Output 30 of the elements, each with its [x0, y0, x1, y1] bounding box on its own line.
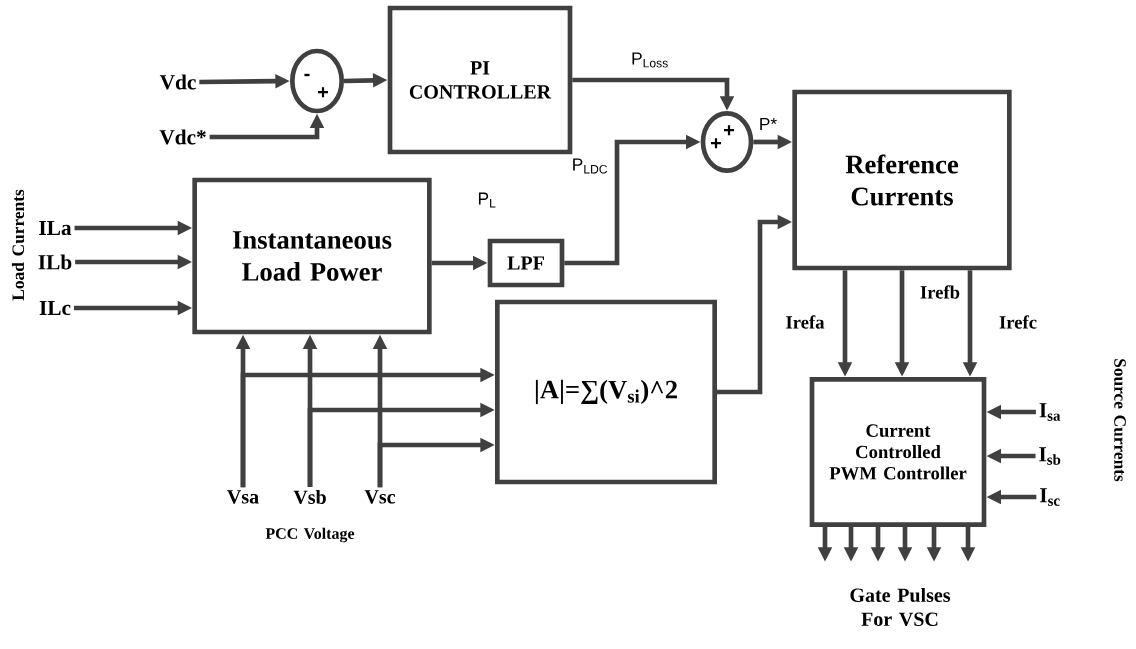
edge-label: Irefa — [786, 315, 825, 329]
filter-box: LPF — [487, 238, 565, 288]
summing-junction: - + — [290, 48, 344, 114]
input-label: Vdc — [159, 74, 196, 90]
axis-label: Load Currents — [11, 189, 25, 301]
axis-label: Source Currents — [1114, 359, 1126, 482]
caption-text: PCC Voltage — [265, 527, 355, 543]
controller-box: Current Controlled PWM Controller — [809, 377, 987, 527]
edge-label: P$_{Loss}$ — [632, 52, 668, 68]
input-label: I$_{sc}$ — [1040, 488, 1060, 506]
summing-junction: + + — [700, 111, 754, 173]
edge-label: Irefc — [999, 315, 1037, 329]
input-label: Vdc* — [159, 129, 206, 145]
input-label: Vsb — [293, 489, 326, 505]
process-box: Reference Currents — [792, 89, 1012, 271]
input-label: Vsc — [364, 490, 396, 504]
input-label: ILa — [39, 220, 72, 236]
edge-label: P* — [760, 118, 777, 130]
input-label: ILb — [38, 254, 72, 270]
input-label: I$_{sb}$ — [1039, 447, 1061, 465]
edge-label: P$_{LDC}$ — [573, 158, 608, 174]
edge-label: P$_{L}$ — [478, 192, 496, 208]
caption-text: Gate Pulses For VSC — [850, 587, 951, 627]
formula-box: |A|=∑(V$_{si}$)^2 — [495, 299, 717, 485]
input-label: ILc — [39, 300, 71, 316]
input-label: I$_{sa}$ — [1039, 403, 1061, 421]
edge-label: Irefb — [920, 285, 960, 299]
controller-box: PI CONTROLLER — [387, 5, 573, 155]
input-label: Vsa — [227, 490, 259, 504]
process-box: Instantaneous Load Power — [192, 177, 432, 335]
